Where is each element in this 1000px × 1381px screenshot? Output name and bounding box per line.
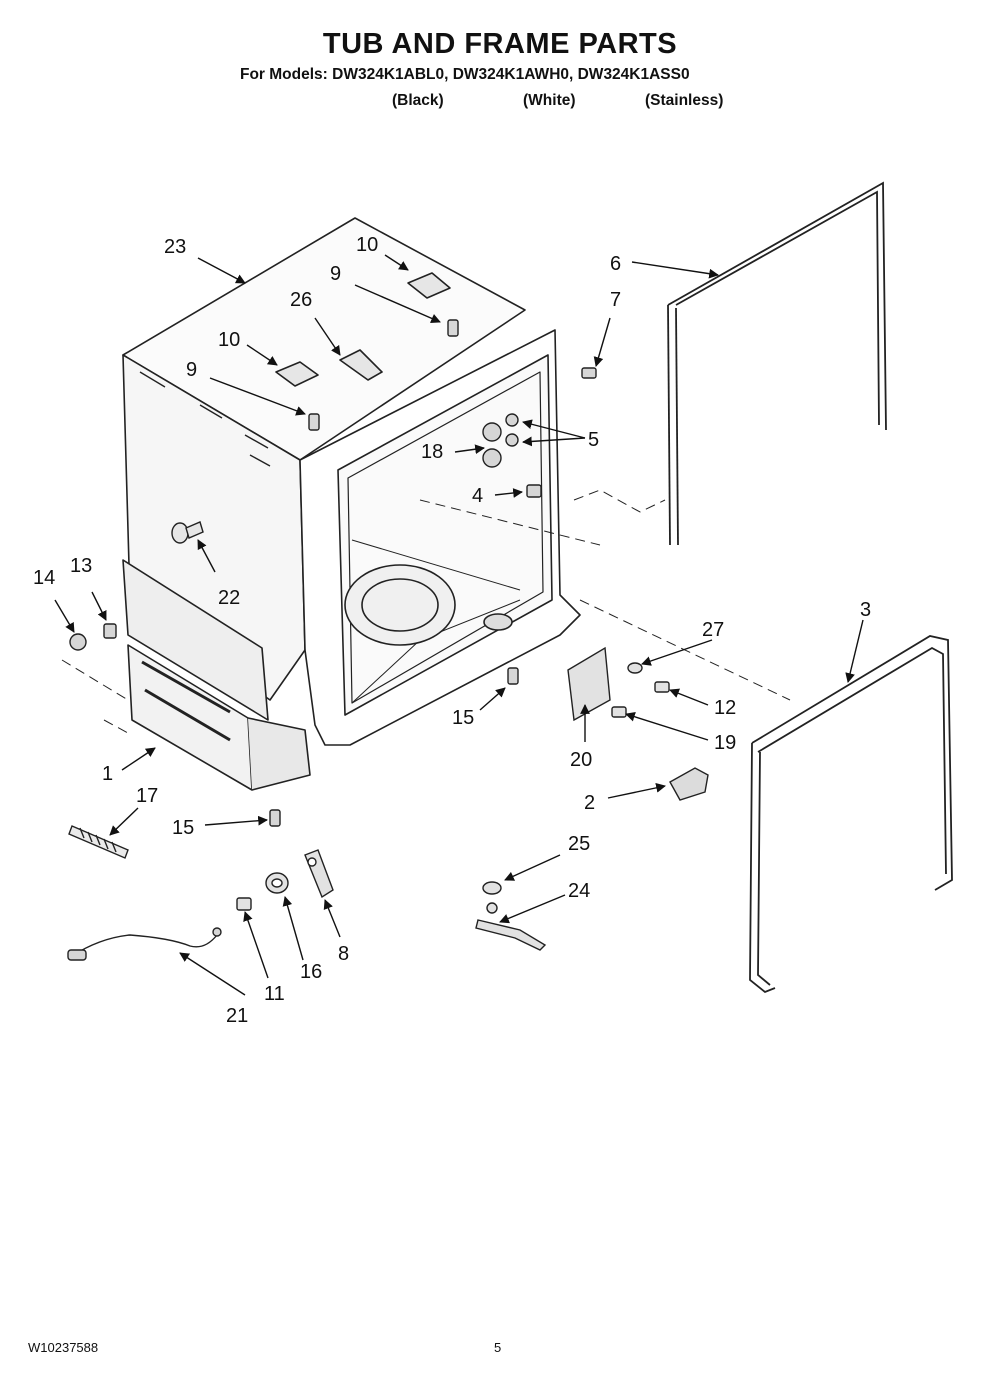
callout-14: 14 <box>33 567 55 589</box>
strike-bracket <box>567 646 670 722</box>
callout-12: 12 <box>714 697 736 719</box>
models-line: For Models: DW324K1ABL0, DW324K1AWH0, DW… <box>240 66 690 83</box>
callout-8: 8 <box>338 943 349 965</box>
callout-9-rear: 9 <box>330 263 341 285</box>
callout-20: 20 <box>570 749 592 771</box>
callout-27: 27 <box>702 619 724 641</box>
tub-assembly <box>122 217 581 791</box>
tub-sump <box>344 564 456 646</box>
hinge-screws <box>269 667 519 827</box>
callout-25: 25 <box>568 833 590 855</box>
variant-black-label: (Black) <box>392 92 444 109</box>
callout-26: 26 <box>290 289 312 311</box>
callout-24: 24 <box>568 880 590 902</box>
callout-23: 23 <box>164 236 186 258</box>
callout-10-front: 10 <box>218 329 240 351</box>
callout-7: 7 <box>610 289 621 311</box>
callout-22: 22 <box>218 587 240 609</box>
callout-16: 16 <box>300 961 322 983</box>
side-bolt <box>171 521 204 544</box>
callout-9-front: 9 <box>186 359 197 381</box>
callout-6: 6 <box>610 253 621 275</box>
callout-15-upper: 15 <box>452 707 474 729</box>
callout-11: 11 <box>264 983 285 1005</box>
top-screws <box>308 319 459 431</box>
callout-numbers: 1 2 3 4 5 6 7 8 9 9 10 10 11 12 13 14 15… <box>33 234 871 1027</box>
latch-part <box>669 767 709 801</box>
inlet-fittings <box>482 413 542 498</box>
callout-4: 4 <box>472 485 483 507</box>
variant-white-label: (White) <box>523 92 576 109</box>
tub-lower-skirt <box>122 559 269 721</box>
top-bracket-rear <box>407 272 451 299</box>
side-screw <box>581 367 597 379</box>
callout-5: 5 <box>588 429 599 451</box>
page-title: TUB AND FRAME PARTS <box>322 28 678 60</box>
top-clip <box>339 349 383 381</box>
nut-and-screw <box>69 623 117 651</box>
assembly-guide-lines <box>61 489 791 734</box>
variant-stainless-label: (Stainless) <box>645 92 724 109</box>
callout-15-lower: 15 <box>172 817 194 839</box>
rail-clip <box>475 881 547 951</box>
tub-gasket <box>667 181 887 546</box>
door-seal <box>749 635 953 994</box>
callout-19: 19 <box>714 732 736 754</box>
door-spring <box>68 825 129 859</box>
callout-21: 21 <box>226 1005 248 1027</box>
page-number: 5 <box>494 1340 502 1355</box>
door-cable <box>67 927 222 961</box>
diagram-header: TUB AND FRAME PARTS For Models: DW324K1A… <box>0 0 1000 120</box>
callout-3: 3 <box>860 599 871 621</box>
top-bracket-front <box>275 361 319 387</box>
callout-1: 1 <box>102 763 113 785</box>
callout-13: 13 <box>70 555 92 577</box>
callout-2: 2 <box>584 792 595 814</box>
document-number: W10237588 <box>28 1340 99 1355</box>
callout-10-rear: 10 <box>356 234 378 256</box>
callout-leaders <box>54 254 864 996</box>
hinge-link-parts <box>236 849 334 911</box>
callout-17: 17 <box>136 785 158 807</box>
callout-18: 18 <box>421 441 443 463</box>
